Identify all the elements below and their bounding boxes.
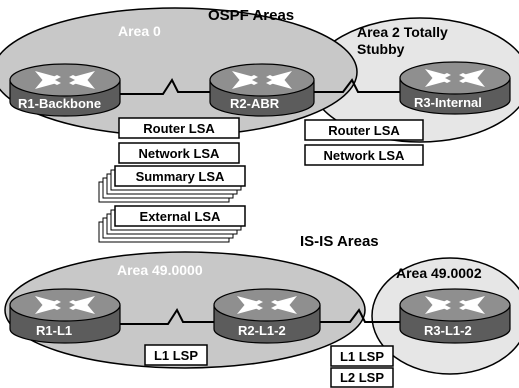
svg-text:Summary LSA: Summary LSA <box>136 169 225 184</box>
lsa-box-router-right: Router LSA <box>304 119 424 141</box>
lsa-stack-summary: Summary LSA <box>98 165 246 203</box>
lsa-box-network-left: Network LSA <box>118 142 240 164</box>
router-r1-l1[interactable] <box>9 288 121 344</box>
router-r3-internal[interactable] <box>399 61 511 115</box>
ospf-link-r1-r2 <box>118 77 212 95</box>
svg-text:Router LSA: Router LSA <box>328 123 400 138</box>
router-r2-abr-label: R2-ABR <box>230 96 280 111</box>
svg-text:L2 LSP: L2 LSP <box>340 370 384 385</box>
router-r2-abr[interactable] <box>209 63 315 117</box>
ospf-area-0-label: Area 0 <box>118 23 161 39</box>
svg-text:Network LSA: Network LSA <box>324 148 406 163</box>
ospf-link-r2-r3 <box>312 78 400 93</box>
lsa-stack-external: External LSA <box>98 205 246 243</box>
svg-text:Network LSA: Network LSA <box>139 146 221 161</box>
lsp-box-l1-right: L1 LSP <box>330 345 394 367</box>
router-r1-l1-label: R1-L1 <box>36 323 72 338</box>
lsp-box-l1-left: L1 LSP <box>144 344 208 366</box>
svg-text:L1 LSP: L1 LSP <box>340 349 384 364</box>
router-r1-backbone[interactable] <box>9 63 121 117</box>
router-r2-l1-2-label: R2-L1-2 <box>238 323 286 338</box>
isis-title: IS-IS Areas <box>300 233 379 250</box>
isis-area-left-label: Area 49.0000 <box>117 262 203 278</box>
router-r3-l1-2-label: R3-L1-2 <box>424 323 472 338</box>
ospf-area-2-label-line1: Area 2 Totally <box>357 24 448 40</box>
router-r3-l1-2[interactable] <box>399 288 511 344</box>
router-r2-l1-2[interactable] <box>213 288 321 344</box>
router-r1-backbone-label: R1-Backbone <box>18 96 101 111</box>
router-r3-internal-label: R3-Internal <box>414 95 482 110</box>
isis-link-r1-r2 <box>120 307 218 325</box>
svg-text:Router LSA: Router LSA <box>143 121 215 136</box>
ospf-title: OSPF Areas <box>208 7 294 24</box>
svg-text:External LSA: External LSA <box>140 209 222 224</box>
lsa-box-network-right: Network LSA <box>304 144 424 166</box>
lsp-box-l2-right: L2 LSP <box>330 367 394 388</box>
isis-area-right-label: Area 49.0002 <box>396 265 482 281</box>
lsa-box-router-left: Router LSA <box>118 117 240 139</box>
svg-text:L1 LSP: L1 LSP <box>154 348 198 363</box>
isis-link-r2-r3 <box>318 308 402 323</box>
ospf-area-2-label-line2: Stubby <box>357 41 405 57</box>
